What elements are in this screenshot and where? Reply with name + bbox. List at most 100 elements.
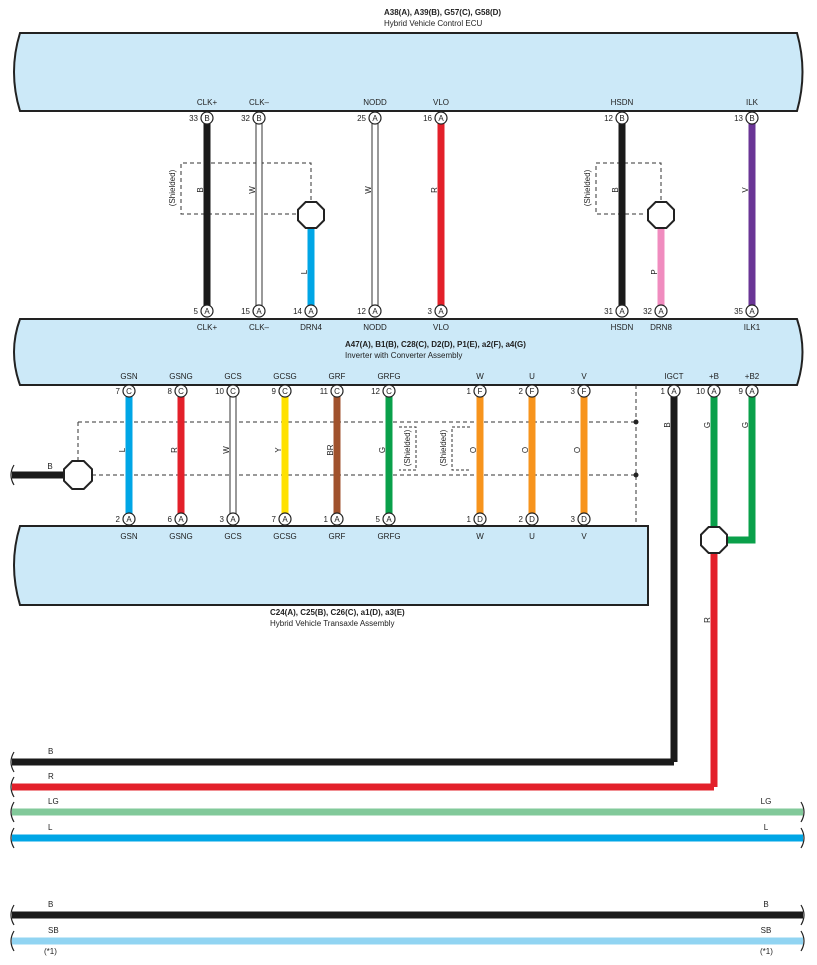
ecu-code: A38(A), A39(B), G57(C), G58(D) <box>384 8 501 17</box>
inv-top-connector-4 <box>368 304 382 318</box>
inv-top-connector-1-letter: A <box>204 307 210 316</box>
shield-outline <box>595 162 662 215</box>
ecu-name: Hybrid Vehicle Control ECU <box>384 19 482 28</box>
inv-wire-color-label-8: O <box>521 447 530 453</box>
power-label-3: +B2 <box>745 372 760 381</box>
transaxle-label-2: GSNG <box>169 532 193 541</box>
power-connector-3 <box>745 384 759 398</box>
inv-bottom-pin-1: 7 <box>116 387 121 396</box>
ecu-top-connector-1-letter: B <box>204 114 209 123</box>
inv-bottom-pin-9: 3 <box>571 387 576 396</box>
inv-top-connector-2-letter: A <box>256 307 262 316</box>
inv-top-connector-5-letter: A <box>438 307 444 316</box>
inv-top-label-4: NODD <box>363 323 387 332</box>
inv-bottom-connector-9-letter: F <box>582 387 587 396</box>
transaxle-connector-9-letter: D <box>581 515 587 524</box>
transaxle-box: C24(A), C25(B), C26(C), a1(D), a3(E) Hyb… <box>13 525 649 628</box>
inv-bottom-pin-3: 10 <box>215 387 224 396</box>
ecu-top-connector-6 <box>615 111 629 125</box>
inv-top-pin-1: 5 <box>194 307 199 316</box>
ground-wire-break <box>10 464 15 486</box>
transaxle-pin-8: 2 <box>519 515 524 524</box>
inv-top-pin-5: 3 <box>428 307 433 316</box>
transaxle-connector-3-letter: A <box>230 515 236 524</box>
inv-top-connector-2 <box>252 304 266 318</box>
wires-layer <box>12 118 803 945</box>
ecu-top-label-8: ILK <box>746 98 759 107</box>
ecu-top-connector-6-letter: B <box>619 114 624 123</box>
harness-left-label-5: B <box>48 900 53 909</box>
inv-bottom-pin-5: 11 <box>320 387 329 396</box>
shield-outline <box>180 162 312 215</box>
transaxle-pin-4: 7 <box>272 515 277 524</box>
inv-bottom-connector-9 <box>577 384 591 398</box>
harness-left-label-2: R <box>48 772 54 781</box>
transaxle-connector-4-letter: A <box>282 515 288 524</box>
inv-top-connector-7-letter: A <box>658 307 664 316</box>
ecu-top-label-6: HSDN <box>611 98 634 107</box>
inv-bottom-label-1: GSN <box>120 372 138 381</box>
inv-wire-color-label-7: O <box>469 447 478 453</box>
transaxle-pin-7: 1 <box>467 515 472 524</box>
transaxle-connector-2 <box>174 512 188 526</box>
transaxle-label-5: GRF <box>329 532 346 541</box>
inv-wire-color-label-4: Y <box>274 447 283 453</box>
inv-bottom-connector-1-letter: C <box>126 387 132 396</box>
inv-bottom-connector-8 <box>525 384 539 398</box>
inv-bottom-label-9: V <box>581 372 587 381</box>
ecu-top-connector-4 <box>368 111 382 125</box>
harness-break-left-2 <box>10 776 15 798</box>
transaxle-pin-2: 6 <box>168 515 173 524</box>
transaxle-pin-9: 3 <box>571 515 576 524</box>
ecu-top-pin-8: 13 <box>734 114 743 123</box>
inv-top-label-3: DRN4 <box>300 323 322 332</box>
harness-break-left-6 <box>10 930 15 952</box>
transaxle-connector-1 <box>122 512 136 526</box>
shield-outline-main <box>77 385 637 526</box>
ecu-top-connector-1 <box>200 111 214 125</box>
footnote-left: (*1) <box>44 947 57 956</box>
transaxle-connector-7-letter: D <box>477 515 483 524</box>
ecu-top-pin-5: 16 <box>423 114 432 123</box>
inv-top-label-7: DRN8 <box>650 323 672 332</box>
inv-bottom-label-5: GRF <box>329 372 346 381</box>
inv-bottom-pin-7: 1 <box>467 387 472 396</box>
ecu-box-shape <box>13 32 804 112</box>
inv-top-pin-7: 32 <box>643 307 652 316</box>
inv-top-label-1: CLK+ <box>197 323 218 332</box>
transaxle-connector-5 <box>330 512 344 526</box>
ecu-wire-color-label-6: B <box>611 187 620 192</box>
inv-bottom-connector-4-letter: C <box>282 387 288 396</box>
ecu-top-label-2: CLK– <box>249 98 270 107</box>
ecu-top-pin-6: 12 <box>604 114 613 123</box>
harness-break-left-5 <box>10 904 15 926</box>
harness-right-label-4: L <box>764 823 769 832</box>
transaxle-connector-9 <box>577 512 591 526</box>
inv-bottom-connector-4 <box>278 384 292 398</box>
shield-bracket-2 <box>451 426 470 471</box>
harness-break-right-6 <box>800 930 805 952</box>
inv-top-pin-8: 35 <box>734 307 743 316</box>
transaxle-connector-2-letter: A <box>178 515 184 524</box>
inv-bottom-connector-5-letter: C <box>334 387 340 396</box>
transaxle-box-shape <box>13 525 649 606</box>
transaxle-pin-6: 5 <box>376 515 381 524</box>
transaxle-label-6: GRFG <box>377 532 400 541</box>
transaxle-label-9: V <box>581 532 587 541</box>
inv-bottom-connector-7-letter: F <box>478 387 483 396</box>
shield-inverter: (Shielded) (Shielded) <box>77 385 639 526</box>
inv-top-pin-6: 31 <box>604 307 613 316</box>
shield-label-1: (Shielded) <box>168 169 177 206</box>
inv-bottom-pin-8: 2 <box>519 387 524 396</box>
inv-top-label-2: CLK– <box>249 323 270 332</box>
inv-bottom-connector-2 <box>174 384 188 398</box>
ecu-top-pin-4: 25 <box>357 114 366 123</box>
shield-label-3: (Shielded) <box>403 429 412 466</box>
ecu-top-connector-2-letter: B <box>256 114 261 123</box>
inv-wire-color-label-6: G <box>378 447 387 453</box>
inv-bottom-label-2: GSNG <box>169 372 193 381</box>
transaxle-label-7: W <box>476 532 484 541</box>
harness-right-label-3: LG <box>761 797 772 806</box>
ecu-top-pin-1: 33 <box>189 114 198 123</box>
